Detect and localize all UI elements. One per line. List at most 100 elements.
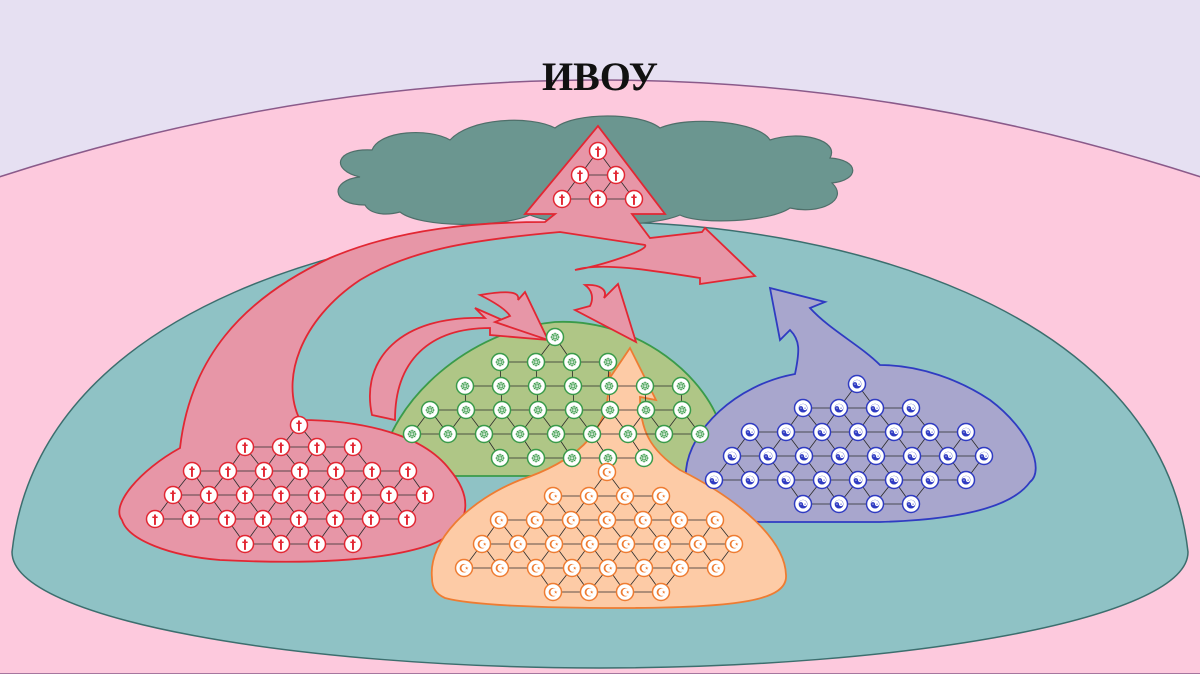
cross-node [552, 189, 572, 209]
red-arrow-small-2 [572, 282, 638, 344]
cross-icon: † [260, 513, 266, 527]
crescent-node [670, 558, 690, 578]
crescent-icon: ☪ [531, 562, 542, 576]
yin-yang-icon: ☯ [798, 498, 809, 512]
crescent-node [598, 558, 618, 578]
crescent-icon: ☪ [567, 562, 578, 576]
yin-yang-node [901, 398, 921, 418]
crescent-icon: ☪ [548, 490, 559, 504]
yin-yang-icon: ☯ [852, 378, 863, 392]
yin-yang-icon: ☯ [907, 450, 918, 464]
cross-node [182, 461, 202, 481]
trefoil-node [634, 448, 654, 468]
yin-yang-icon: ☯ [853, 474, 864, 488]
cross-icon: † [369, 465, 375, 479]
crescent-node [543, 486, 563, 506]
trefoil-node [654, 424, 674, 444]
yin-yang-icon: ☯ [889, 426, 900, 440]
cross-icon: † [631, 193, 637, 207]
trefoil-icon: ☸ [639, 452, 650, 466]
crescent-icon: ☪ [693, 538, 704, 552]
yin-yang-node [865, 494, 885, 514]
crescent-node [669, 510, 689, 530]
crescent-node [525, 510, 545, 530]
trefoil-icon: ☸ [695, 428, 706, 442]
yin-yang-icon: ☯ [906, 402, 917, 416]
yin-yang-node [812, 470, 832, 490]
trefoil-icon: ☸ [532, 380, 543, 394]
cross-node [235, 534, 255, 554]
crescent-node [526, 558, 546, 578]
crescent-node [562, 558, 582, 578]
yin-yang-node [974, 446, 994, 466]
cross-icon: † [333, 465, 339, 479]
yin-yang-node [776, 470, 796, 490]
trefoil-icon: ☸ [641, 404, 652, 418]
trefoil-node [598, 352, 618, 372]
yin-yang-icon: ☯ [781, 426, 792, 440]
cross-node [271, 437, 291, 457]
crescent-icon: ☪ [620, 586, 631, 600]
crescent-icon: ☪ [549, 538, 560, 552]
crescent-icon: ☪ [729, 538, 740, 552]
trefoil-icon: ☸ [531, 356, 542, 370]
yin-yang-icon: ☯ [727, 450, 738, 464]
cross-node [145, 509, 165, 529]
yin-yang-icon: ☯ [906, 498, 917, 512]
crescent-node [706, 558, 726, 578]
cross-node [588, 189, 608, 209]
crescent-icon: ☪ [494, 514, 505, 528]
yin-yang-icon: ☯ [763, 450, 774, 464]
cross-icon: † [189, 465, 195, 479]
trefoil-icon: ☸ [550, 331, 561, 345]
crescent-icon: ☪ [620, 490, 631, 504]
cross-node [271, 534, 291, 554]
cross-icon: † [577, 169, 583, 183]
cross-icon: † [350, 441, 356, 455]
trefoil-node [582, 424, 602, 444]
cross-icon: † [613, 169, 619, 183]
cross-icon: † [242, 489, 248, 503]
cross-node [307, 534, 327, 554]
cross-node [271, 485, 291, 505]
crescent-node [544, 534, 564, 554]
yin-yang-node [830, 446, 850, 466]
yin-yang-icon: ☯ [817, 474, 828, 488]
page-title: ИВОУ [542, 54, 658, 99]
yin-yang-node [938, 446, 958, 466]
yin-yang-icon: ☯ [871, 450, 882, 464]
trefoil-node [545, 327, 565, 347]
trefoil-icon: ☸ [676, 380, 687, 394]
crescent-icon: ☪ [495, 562, 506, 576]
cross-icon: † [422, 489, 428, 503]
cross-icon: † [314, 441, 320, 455]
yin-yang-icon: ☯ [889, 474, 900, 488]
yin-yang-node [866, 446, 886, 466]
trefoil-node [564, 400, 584, 420]
crescent-icon: ☪ [656, 490, 667, 504]
trefoil-node [563, 376, 583, 396]
yin-yang-icon: ☯ [853, 426, 864, 440]
crescent-node [508, 534, 528, 554]
crescent-node [472, 534, 492, 554]
yin-yang-icon: ☯ [745, 474, 756, 488]
crescent-icon: ☪ [657, 538, 668, 552]
cross-node [235, 437, 255, 457]
crescent-node [616, 534, 636, 554]
trefoil-icon: ☸ [495, 356, 506, 370]
cross-node [398, 461, 418, 481]
cross-node [343, 534, 363, 554]
yin-yang-node [793, 494, 813, 514]
crescent-node [489, 510, 509, 530]
trefoil-node [690, 424, 710, 444]
yin-yang-icon: ☯ [745, 426, 756, 440]
cross-node [325, 509, 345, 529]
trefoil-icon: ☸ [567, 356, 578, 370]
cross-node [361, 509, 381, 529]
trefoil-icon: ☸ [640, 380, 651, 394]
yin-yang-icon: ☯ [925, 426, 936, 440]
cross-icon: † [242, 441, 248, 455]
trefoil-node [510, 424, 530, 444]
yin-yang-node [740, 470, 760, 490]
trefoil-node [599, 376, 619, 396]
